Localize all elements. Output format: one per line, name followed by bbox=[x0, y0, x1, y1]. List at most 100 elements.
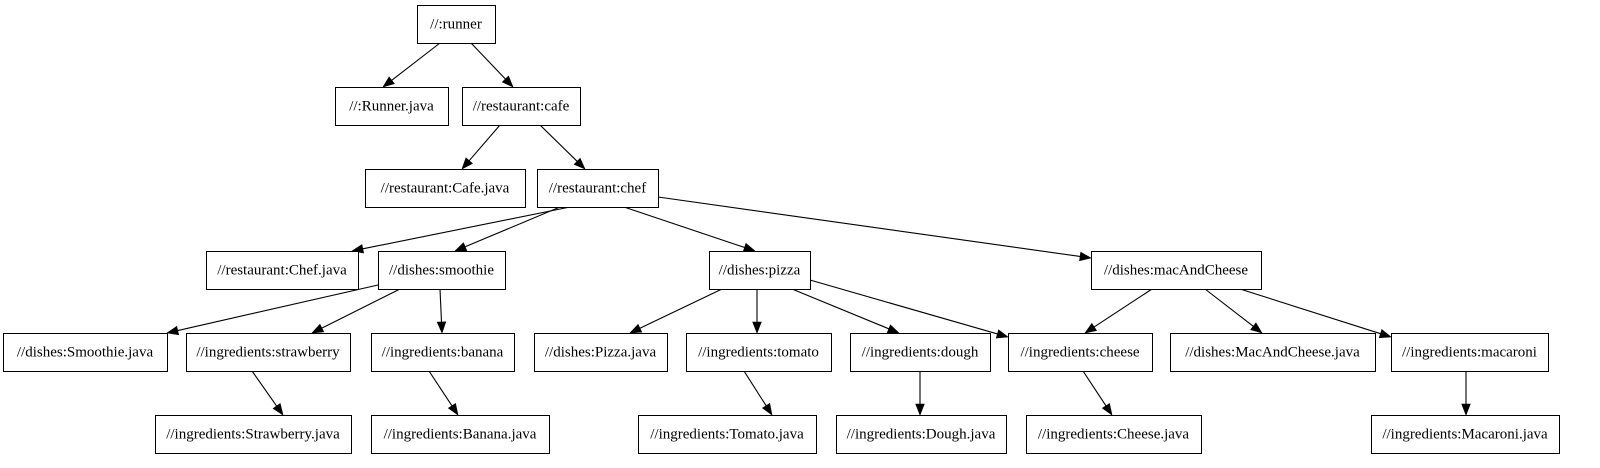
edge-runner-to-runner_java bbox=[382, 42, 441, 88]
arrowhead-icon bbox=[752, 321, 762, 334]
arrowhead-icon bbox=[166, 325, 180, 336]
graph-node-cafe_java[interactable]: //restaurant:Cafe.java bbox=[365, 169, 526, 208]
node-box[interactable] bbox=[537, 169, 659, 208]
arrowhead-icon bbox=[311, 323, 325, 334]
edge-line bbox=[1082, 370, 1107, 407]
arrowhead-icon bbox=[1079, 251, 1092, 262]
graph-node-ing_macaroni[interactable]: //ingredients:macaroni bbox=[1391, 333, 1549, 372]
edge-line bbox=[1204, 288, 1254, 327]
node-label: //:runner bbox=[430, 16, 482, 32]
edge-ing_strawberry-to-strawberry_java bbox=[251, 370, 284, 416]
graph-node-chef_java[interactable]: //restaurant:Chef.java bbox=[206, 251, 359, 290]
graph-node-mac_java[interactable]: //dishes:MacAndCheese.java bbox=[1170, 333, 1376, 372]
edge-restaurant_chef-to-dishes_smoothie bbox=[454, 206, 561, 252]
arrowhead-icon bbox=[272, 403, 284, 416]
arrowhead-icon bbox=[1378, 329, 1392, 339]
graph-node-banana_java[interactable]: //ingredients:Banana.java bbox=[371, 415, 550, 454]
node-box[interactable] bbox=[1371, 415, 1560, 454]
arrowhead-icon bbox=[915, 403, 925, 416]
node-box[interactable] bbox=[371, 415, 550, 454]
edges-layer bbox=[166, 42, 1471, 416]
edge-dishes_smoothie-to-smoothie_java bbox=[166, 284, 379, 336]
arrowhead-icon bbox=[1461, 403, 1471, 416]
arrowhead-icon bbox=[761, 402, 773, 416]
graph-node-ing_banana[interactable]: //ingredients:banana bbox=[371, 333, 515, 372]
node-box[interactable] bbox=[462, 87, 581, 126]
node-label: //ingredients:dough bbox=[862, 344, 979, 360]
graph-node-ing_strawberry[interactable]: //ingredients:strawberry bbox=[186, 333, 351, 372]
node-box[interactable] bbox=[417, 5, 496, 44]
node-box[interactable] bbox=[371, 333, 515, 372]
arrowhead-icon bbox=[629, 323, 643, 334]
edge-runner-to-restaurant_cafe bbox=[470, 42, 514, 88]
node-box[interactable] bbox=[836, 415, 1007, 454]
graph-node-dishes_pizza[interactable]: //dishes:pizza bbox=[709, 251, 811, 290]
node-label: //:Runner.java bbox=[349, 98, 434, 114]
edge-ing_tomato-to-tomato_java bbox=[743, 370, 773, 416]
node-box[interactable] bbox=[1091, 251, 1262, 290]
graph-node-runner[interactable]: //:runner bbox=[417, 5, 496, 44]
node-box[interactable] bbox=[378, 251, 506, 290]
node-label: //ingredients:Banana.java bbox=[384, 426, 537, 442]
node-label: //ingredients:strawberry bbox=[196, 344, 340, 360]
edge-line bbox=[321, 288, 401, 329]
node-label: //restaurant:Chef.java bbox=[217, 262, 347, 278]
node-box[interactable] bbox=[335, 87, 449, 126]
graph-node-tomato_java[interactable]: //ingredients:Tomato.java bbox=[638, 415, 817, 454]
node-box[interactable] bbox=[850, 333, 991, 372]
node-label: //ingredients:Strawberry.java bbox=[166, 426, 340, 442]
node-box[interactable] bbox=[186, 333, 351, 372]
edge-ing_macaroni-to-macaroni_java bbox=[1461, 371, 1471, 416]
node-box[interactable] bbox=[1170, 333, 1376, 372]
node-box[interactable] bbox=[1391, 333, 1549, 372]
node-label: //dishes:pizza bbox=[719, 262, 801, 278]
edge-ing_banana-to-banana_java bbox=[428, 370, 459, 416]
graph-node-cheese_java[interactable]: //ingredients:Cheese.java bbox=[1026, 415, 1202, 454]
arrowhead-icon bbox=[436, 321, 447, 334]
graph-node-dishes_mac[interactable]: //dishes:macAndCheese bbox=[1091, 251, 1262, 290]
node-box[interactable] bbox=[534, 333, 668, 372]
graph-node-smoothie_java[interactable]: //dishes:Smoothie.java bbox=[3, 333, 168, 372]
node-label: //ingredients:Dough.java bbox=[847, 426, 996, 442]
graph-node-restaurant_cafe[interactable]: //restaurant:cafe bbox=[462, 87, 581, 126]
node-box[interactable] bbox=[365, 169, 526, 208]
node-box[interactable] bbox=[1026, 415, 1202, 454]
graph-node-strawberry_java[interactable]: //ingredients:Strawberry.java bbox=[155, 415, 352, 454]
graph-node-ing_cheese[interactable]: //ingredients:cheese bbox=[1008, 333, 1153, 372]
graph-node-runner_java[interactable]: //:Runner.java bbox=[335, 87, 449, 126]
edge-restaurant_chef-to-dishes_mac bbox=[657, 196, 1092, 262]
graph-node-pizza_java[interactable]: //dishes:Pizza.java bbox=[534, 333, 668, 372]
edge-line bbox=[428, 370, 453, 407]
edge-line bbox=[809, 279, 998, 335]
node-box[interactable] bbox=[638, 415, 817, 454]
node-box[interactable] bbox=[155, 415, 352, 454]
edge-dishes_mac-to-ing_cheese bbox=[1084, 288, 1153, 334]
node-label: //dishes:macAndCheese bbox=[1104, 262, 1248, 278]
graph-node-ing_dough[interactable]: //ingredients:dough bbox=[850, 333, 991, 372]
node-box[interactable] bbox=[206, 251, 359, 290]
graph-node-dishes_smoothie[interactable]: //dishes:smoothie bbox=[378, 251, 506, 290]
arrowhead-icon bbox=[1084, 322, 1098, 334]
node-box[interactable] bbox=[709, 251, 811, 290]
node-box[interactable] bbox=[686, 333, 832, 372]
graph-node-dough_java[interactable]: //ingredients:Dough.java bbox=[836, 415, 1007, 454]
edge-line bbox=[1093, 288, 1153, 328]
graph-node-ing_tomato[interactable]: //ingredients:tomato bbox=[686, 333, 832, 372]
graph-node-macaroni_java[interactable]: //ingredients:Macaroni.java bbox=[1371, 415, 1560, 454]
node-label: //ingredients:Macaroni.java bbox=[1382, 426, 1548, 442]
edge-line bbox=[539, 124, 578, 162]
node-box[interactable] bbox=[1008, 333, 1153, 372]
edge-dishes_smoothie-to-ing_banana bbox=[436, 288, 447, 334]
edge-line bbox=[639, 288, 723, 329]
edge-line bbox=[470, 42, 506, 80]
edge-dishes_mac-to-ing_macaroni bbox=[1239, 288, 1392, 339]
edge-line bbox=[623, 206, 745, 249]
edge-line bbox=[439, 288, 443, 323]
arrowhead-icon bbox=[742, 242, 756, 252]
node-label: //ingredients:macaroni bbox=[1402, 344, 1537, 360]
graph-node-restaurant_chef[interactable]: //restaurant:chef bbox=[537, 169, 659, 208]
edge-ing_dough-to-dough_java bbox=[915, 371, 925, 416]
node-label: //ingredients:tomato bbox=[698, 344, 819, 360]
node-box[interactable] bbox=[3, 333, 168, 372]
edge-dishes_pizza-to-ing_cheese bbox=[809, 279, 1009, 339]
